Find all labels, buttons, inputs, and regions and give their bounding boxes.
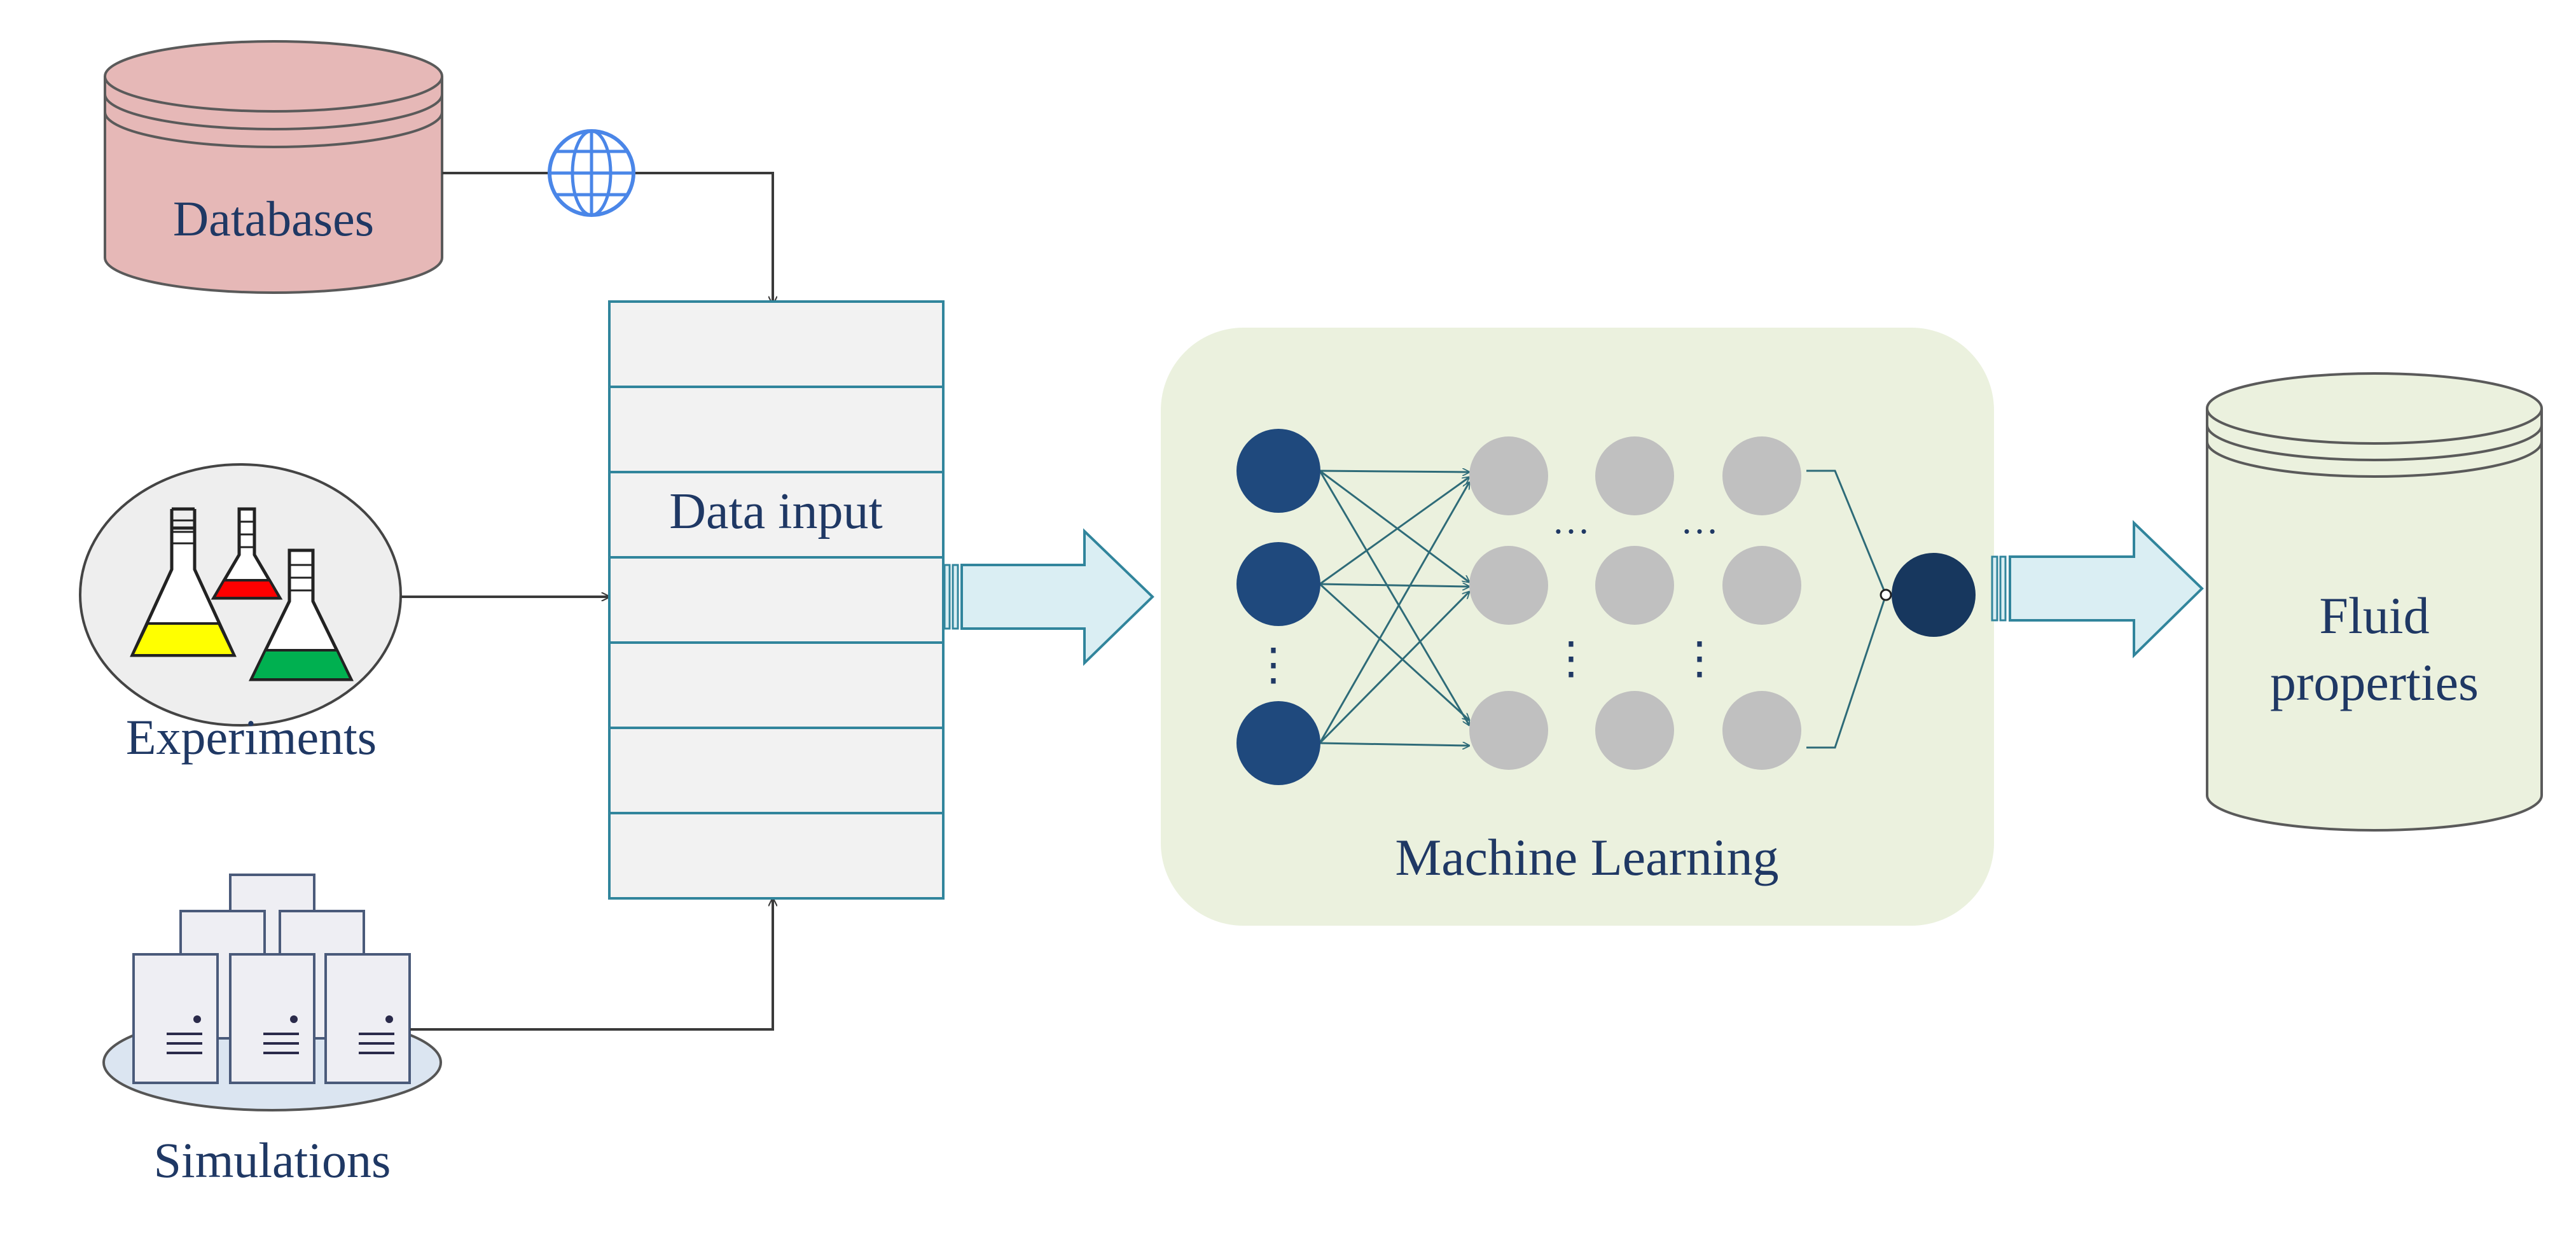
- flow-arrow-to-fluid: [1991, 520, 2204, 658]
- server-icon: [132, 953, 219, 1084]
- fluid-properties-label-line1: Fluid: [2319, 587, 2429, 644]
- simulations-connector: [410, 898, 773, 1031]
- data-input-queue: Data input: [608, 300, 945, 900]
- queue-cell: [608, 812, 945, 900]
- hidden-node: [1722, 546, 1801, 625]
- hidden-vertical-ellipsis: ⋮: [1677, 634, 1722, 683]
- hidden-ellipsis: …: [1552, 499, 1590, 541]
- hidden-vertical-ellipsis: ⋮: [1549, 634, 1593, 683]
- queue-cell: [608, 471, 945, 559]
- data-input-label: Data input: [669, 484, 882, 540]
- flask-icon: [211, 507, 283, 600]
- experiments-label: Experiments: [126, 709, 377, 765]
- server-icon: [229, 953, 315, 1084]
- hidden-node: [1595, 691, 1674, 770]
- simulations-source: Simulations: [102, 874, 442, 1188]
- globe-icon: [548, 129, 635, 217]
- queue-cell: [608, 641, 945, 729]
- databases-label: Databases: [173, 191, 374, 246]
- hidden-node: [1595, 546, 1674, 625]
- databases-source: Databases: [104, 40, 443, 294]
- queue-cell: [608, 300, 945, 388]
- flask-icon: [248, 548, 354, 681]
- database-icon: [104, 40, 443, 294]
- hidden-node: [1722, 691, 1801, 770]
- flow-arrow-to-ml: [943, 528, 1154, 666]
- hidden-node: [1469, 436, 1548, 515]
- hidden-node: [1595, 436, 1674, 515]
- junction-dot: [1880, 589, 1892, 601]
- input-node: [1236, 542, 1320, 626]
- machine-learning-panel: ⋮ … … ⋮ ⋮ Machine Learning: [1161, 328, 1994, 926]
- queue-cell: [608, 727, 945, 814]
- hidden-ellipsis: …: [1680, 499, 1719, 541]
- queue-cell: [608, 386, 945, 473]
- server-icon: [324, 953, 411, 1084]
- hidden-node: [1469, 691, 1548, 770]
- input-vertical-ellipsis: ⋮: [1251, 641, 1296, 690]
- fluid-properties-label-line2: properties: [2270, 653, 2479, 711]
- output-node: [1892, 553, 1976, 637]
- experiments-source: Experiments: [79, 463, 402, 765]
- fluid-properties-output: Fluid properties: [2206, 372, 2543, 832]
- hidden-node: [1469, 546, 1548, 625]
- input-node: [1236, 701, 1320, 785]
- simulations-label: Simulations: [154, 1132, 391, 1188]
- machine-learning-label: Machine Learning: [1395, 828, 1778, 886]
- database-icon: [2206, 372, 2543, 832]
- network-connections: [1319, 471, 1908, 748]
- flask-icon: [130, 507, 237, 657]
- hidden-node: [1722, 436, 1801, 515]
- queue-cell: [608, 556, 945, 644]
- input-node: [1236, 429, 1320, 513]
